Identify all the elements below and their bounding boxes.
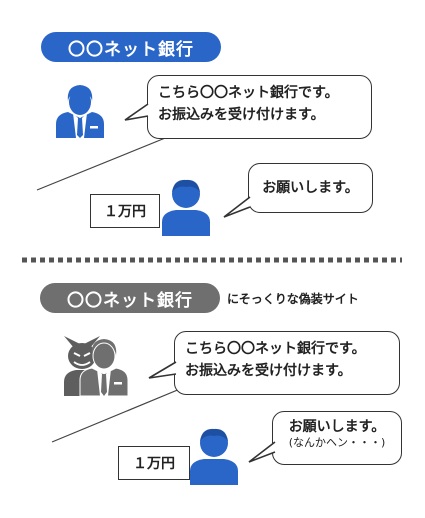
bank-message-line-1: こちら〇〇ネット銀行です。 [158,85,339,101]
customer-icon [162,179,210,236]
fake-bank-label: 〇〇ネット銀行 [40,283,220,313]
fake-site-caption: にそっくりな偽装サイト [227,292,359,306]
real-bank-label-text: 〇〇ネット銀行 [68,39,194,60]
bank-message-line-2: お振込みを受け付けます。 [158,107,325,123]
section-divider [22,257,402,263]
bank-speech-bubble: こちら〇〇ネット銀行です。 お振込みを受け付けます。 [147,75,372,139]
real-amount-text: １万円 [104,204,146,220]
customer-bubble-tail [223,196,251,218]
bank-staff-icon [56,85,104,138]
fake-bank-speech-bubble: こちら〇〇ネット銀行です。 お振込みを受け付けます。 [174,331,400,395]
fake-customer-icon [190,428,238,485]
real-connection-line [36,131,181,191]
fake-amount-text: １万円 [133,456,175,472]
fake-bank-message-line-2: お振込みを受け付けます。 [185,363,352,379]
fake-bank-message-line-1: こちら〇〇ネット銀行です。 [185,341,366,357]
customer-speech-bubble: お願いします。 [248,163,373,213]
fake-customer-speech-bubble: お願いします。 (なんかヘン・・・) [272,411,402,465]
devil-impostor-icon [64,336,129,397]
fake-customer-note: (なんかヘン・・・) [288,436,386,449]
fake-bank-label-text: 〇〇ネット銀行 [67,290,193,311]
bank-bubble-tail [124,103,149,121]
customer-message: お願いします。 [262,180,359,196]
fake-bank-bubble-tail [148,361,177,379]
fake-connection-line [51,383,193,443]
fake-customer-message: お願いします。 [288,419,386,435]
fake-amount-box: １万円 [118,446,190,480]
real-bank-label: 〇〇ネット銀行 [41,32,221,62]
fake-customer-bubble-tail [248,441,276,463]
real-amount-box: １万円 [90,194,160,228]
